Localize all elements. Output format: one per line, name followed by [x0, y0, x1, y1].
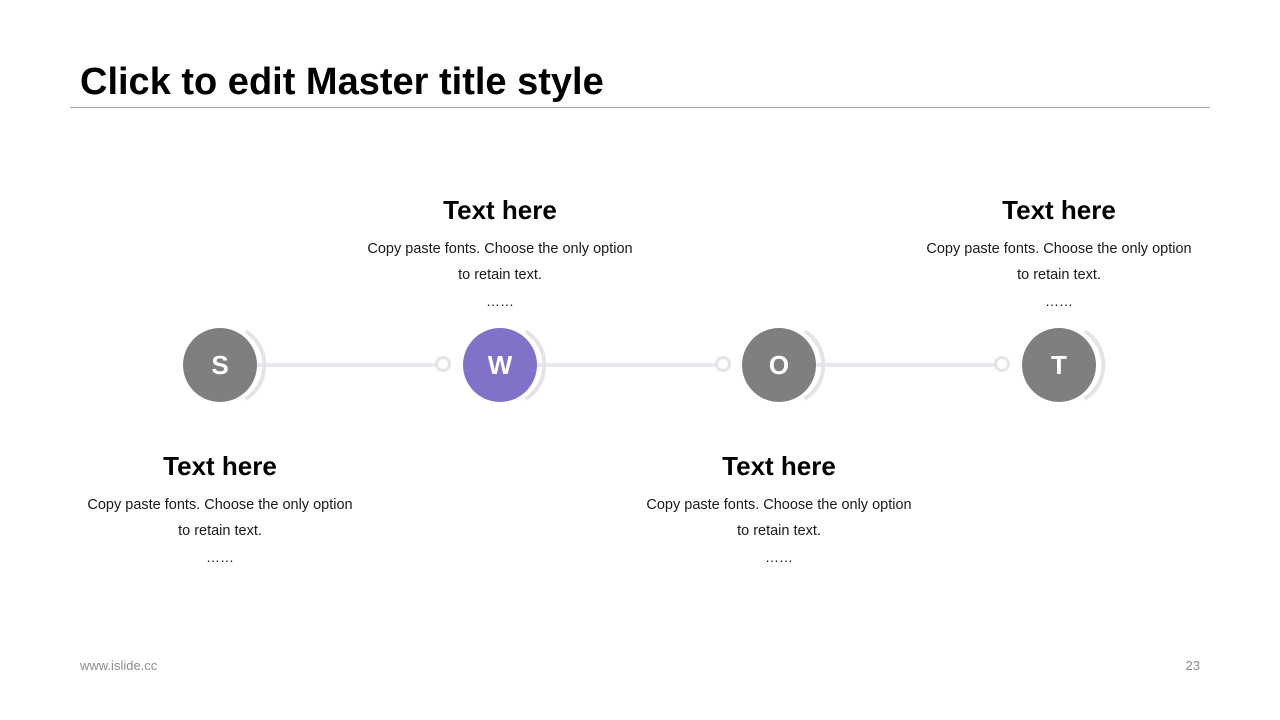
- node-letter: W: [487, 349, 513, 380]
- text-block-s[interactable]: Text here Copy paste fonts. Choose the o…: [70, 450, 370, 568]
- node-arc-decoration: [804, 330, 826, 400]
- node-arc-decoration: [1084, 330, 1106, 400]
- block-heading: Text here: [163, 451, 277, 481]
- block-ellipsis: ……: [206, 549, 234, 565]
- node-circle-o: O: [742, 328, 816, 402]
- node-arc-decoration: [525, 330, 547, 400]
- text-block-t[interactable]: Text here Copy paste fonts. Choose the o…: [909, 194, 1209, 312]
- block-heading: Text here: [1002, 195, 1116, 225]
- node-arc-decoration: [245, 330, 267, 400]
- slide-title[interactable]: Click to edit Master title style: [80, 61, 604, 103]
- block-description: Copy paste fonts. Choose the only option…: [367, 241, 633, 283]
- connector-o-t: [816, 363, 998, 367]
- block-description: Copy paste fonts. Choose the only option…: [926, 241, 1192, 283]
- node-circle-t: T: [1022, 328, 1096, 402]
- block-description: Copy paste fonts. Choose the only option…: [646, 497, 912, 539]
- connector-dot-t: [994, 356, 1010, 372]
- block-ellipsis: ……: [486, 293, 514, 309]
- connector-dot-w: [435, 356, 451, 372]
- connector-s-w: [256, 363, 438, 367]
- node-s[interactable]: S: [183, 328, 267, 402]
- connector-dot-o: [715, 356, 731, 372]
- node-letter: O: [768, 349, 790, 380]
- node-letter: S: [211, 349, 229, 380]
- block-ellipsis: ……: [1045, 293, 1073, 309]
- block-heading: Text here: [443, 195, 557, 225]
- text-block-o[interactable]: Text here Copy paste fonts. Choose the o…: [629, 450, 929, 568]
- block-ellipsis: ……: [765, 549, 793, 565]
- node-o[interactable]: O: [742, 328, 826, 402]
- node-t[interactable]: T: [1022, 328, 1106, 402]
- footer-url: www.islide.cc: [80, 658, 158, 673]
- page-number: 23: [1185, 658, 1200, 673]
- block-description: Copy paste fonts. Choose the only option…: [87, 497, 353, 539]
- node-w[interactable]: W: [463, 328, 547, 402]
- block-heading: Text here: [722, 451, 836, 481]
- title-divider: [70, 107, 1210, 108]
- connector-w-o: [536, 363, 718, 367]
- node-letter: T: [1051, 349, 1067, 380]
- node-circle-w: W: [463, 328, 537, 402]
- text-block-w[interactable]: Text here Copy paste fonts. Choose the o…: [350, 194, 650, 312]
- node-circle-s: S: [183, 328, 257, 402]
